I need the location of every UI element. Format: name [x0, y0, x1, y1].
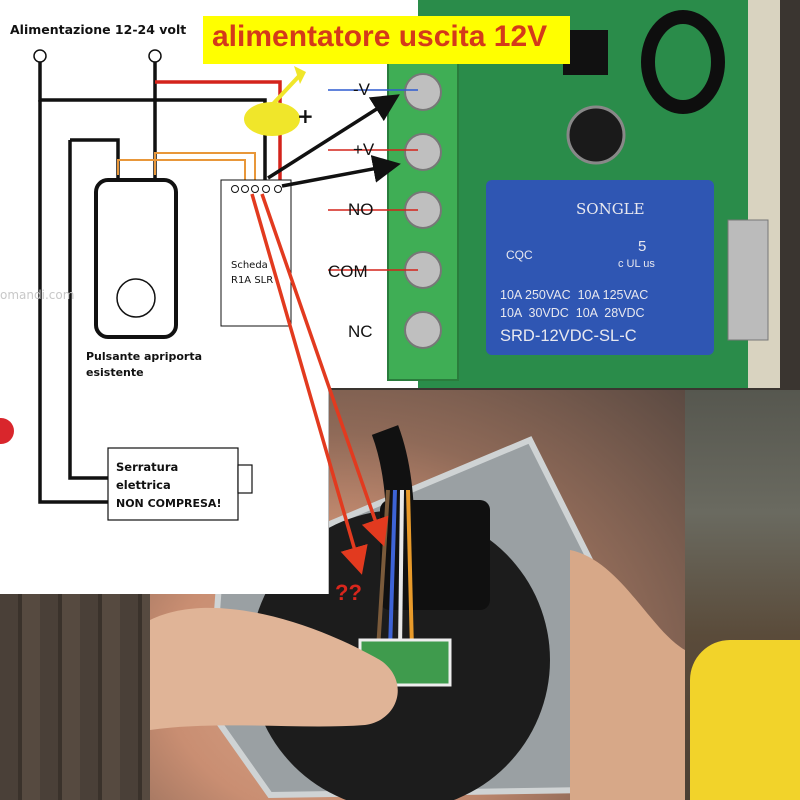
lock-label-3: NON COMPRESA! [116, 497, 222, 510]
thumb [150, 607, 398, 730]
terminal-label-nc: NC [348, 322, 373, 341]
black-wire-button-2 [70, 138, 120, 180]
ic-chip [563, 30, 608, 75]
lock-label-2: elettrica [116, 478, 171, 492]
board-label-2: R1A SLR [231, 275, 274, 286]
relay-brand: SONGLE [576, 200, 645, 218]
capacitor [566, 105, 626, 165]
black-wire-lock [38, 100, 108, 504]
relay-rating-2: 10A 30VDC 10A 28VDC [500, 306, 645, 320]
board-label-1: Scheda [231, 260, 268, 271]
question-marks-label: ?? [335, 580, 362, 605]
banner-background [203, 16, 570, 64]
door-button-label-1: Pulsante apriporta [86, 350, 203, 363]
doorbell-photo-illustration [150, 425, 685, 800]
black-wire-negative [38, 62, 267, 180]
wire-orange [406, 489, 414, 651]
electric-lock-latch [237, 464, 253, 494]
red-dot [0, 418, 14, 444]
relay-board-illustration [328, 0, 780, 388]
terminal-label-no: NO [348, 200, 374, 219]
board-terminal-5 [274, 185, 282, 193]
orange-wire-1 [117, 159, 246, 182]
relay-ul-mark: c UL us [618, 258, 655, 270]
wood-floor-photo [0, 590, 150, 800]
antenna-coil [641, 10, 725, 114]
yellow-arrow-line [270, 73, 302, 107]
wiring-schematic: Alimentazione 12-24 volt + Pulsante apri… [0, 0, 329, 594]
screw-terminal-2 [404, 133, 442, 171]
power-terminal-left [33, 49, 47, 63]
screw-terminal-1 [404, 73, 442, 111]
terminal-label-plus-v: +V [353, 140, 375, 159]
relay-board-box [220, 179, 292, 327]
power-supply-ellipse [244, 102, 300, 136]
door-button-label-2: esistente [86, 366, 144, 379]
relay-rating-1: 10A 250VAC 10A 125VAC [500, 288, 649, 302]
terminal-label-com: COM [328, 262, 368, 281]
orange-wire-2 [154, 152, 256, 182]
banner-title: alimentatore uscita 12V [212, 20, 548, 53]
yellow-arrow-head [294, 66, 306, 84]
board-terminal-4 [262, 185, 270, 193]
screw-terminal-5 [404, 311, 442, 349]
power-supply-label: Alimentazione 12-24 volt [10, 22, 187, 37]
door-button-circle [116, 278, 156, 318]
wire-blue [388, 489, 397, 651]
side-component [727, 219, 769, 341]
board-terminal-3 [251, 185, 259, 193]
relay-board-photo: -V +V NO COM NC SONGLE CQC 5 c UL us 10A… [328, 0, 780, 388]
wire-white [398, 489, 404, 651]
relay-ul-number: 5 [638, 238, 647, 255]
watermark: omandi.com [0, 288, 75, 302]
relay-cert: CQC [506, 248, 533, 262]
relay-model: SRD-12VDC-SL-C [500, 327, 637, 345]
power-terminal-right [148, 49, 162, 63]
black-wire-lock-2 [68, 140, 108, 480]
relay-body [486, 180, 714, 355]
electric-lock-box [107, 447, 239, 521]
yellow-object-photo [690, 640, 800, 800]
fingers [570, 550, 685, 800]
board-terminal-2 [241, 185, 249, 193]
board-terminal-1 [231, 185, 239, 193]
terminal-label-minus-v: -V [353, 80, 370, 99]
lock-label-1: Serratura [116, 460, 179, 474]
door-button-body [94, 178, 178, 339]
doorbell-photo: ?? [150, 390, 685, 800]
plus-label: + [297, 104, 314, 128]
